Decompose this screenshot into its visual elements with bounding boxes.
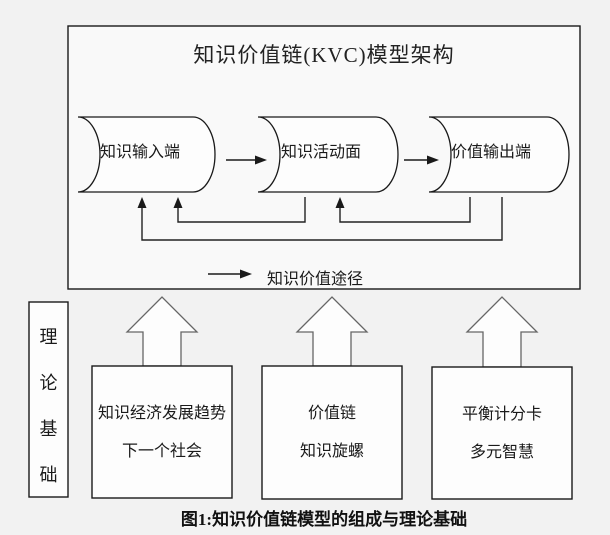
foundation-box-3-line-1: 平衡计分卡 xyxy=(461,406,542,423)
legend-label: 知识价值途径 xyxy=(267,271,364,288)
block-up-arrow-2-icon xyxy=(295,296,369,367)
figure-caption: 图1:知识价值链模型的组成与理论基础 xyxy=(180,510,468,529)
foundation-box-2 xyxy=(261,365,403,500)
foundation-box-2-line-2: 知识旋螺 xyxy=(299,443,364,460)
flow-arrow-1-icon xyxy=(226,155,267,165)
feedback-loop-output-to-activity xyxy=(335,197,471,223)
theory-foundation-label: 理 论 基 础 xyxy=(29,302,68,497)
foundation-box-1-line-2: 下一个社会 xyxy=(121,443,202,460)
theory-char-4: 础 xyxy=(39,465,58,485)
cylinder-label-knowledge-input: 知识输入端 xyxy=(100,144,181,161)
theory-foundation-box xyxy=(28,301,69,498)
foundation-box-1-line-1: 知识经济发展趋势 xyxy=(97,405,226,422)
cylinder-knowledge-input xyxy=(77,116,216,193)
block-up-arrow-3-icon xyxy=(465,296,539,368)
cylinder-knowledge-activity xyxy=(257,116,399,193)
foundation-box-3 xyxy=(431,366,573,500)
block-up-arrow-1-icon xyxy=(125,296,199,367)
foundation-box-2-text: 价值链 知识旋螺 xyxy=(262,366,402,471)
theory-char-3: 基 xyxy=(39,419,58,439)
theory-char-1: 理 xyxy=(39,327,58,347)
model-title: 知识价值链(KVC)模型架构 xyxy=(193,43,455,67)
feedback-loop-activity-to-input xyxy=(173,197,306,223)
foundation-box-3-text: 平衡计分卡 多元智慧 xyxy=(432,367,572,472)
foundation-box-1 xyxy=(91,365,233,499)
cylinder-label-value-output: 价值输出端 xyxy=(451,144,532,161)
foundation-box-3-line-2: 多元智慧 xyxy=(469,444,534,461)
foundation-box-2-line-1: 价值链 xyxy=(307,405,356,422)
theory-char-2: 论 xyxy=(39,373,58,393)
feedback-loop-output-to-input xyxy=(137,197,503,241)
cylinder-value-output xyxy=(428,116,570,193)
cylinder-label-knowledge-activity: 知识活动面 xyxy=(281,144,362,161)
flow-arrow-2-icon xyxy=(404,155,439,165)
legend-arrow-icon xyxy=(208,269,252,279)
foundation-box-1-text: 知识经济发展趋势 下一个社会 xyxy=(92,366,232,471)
